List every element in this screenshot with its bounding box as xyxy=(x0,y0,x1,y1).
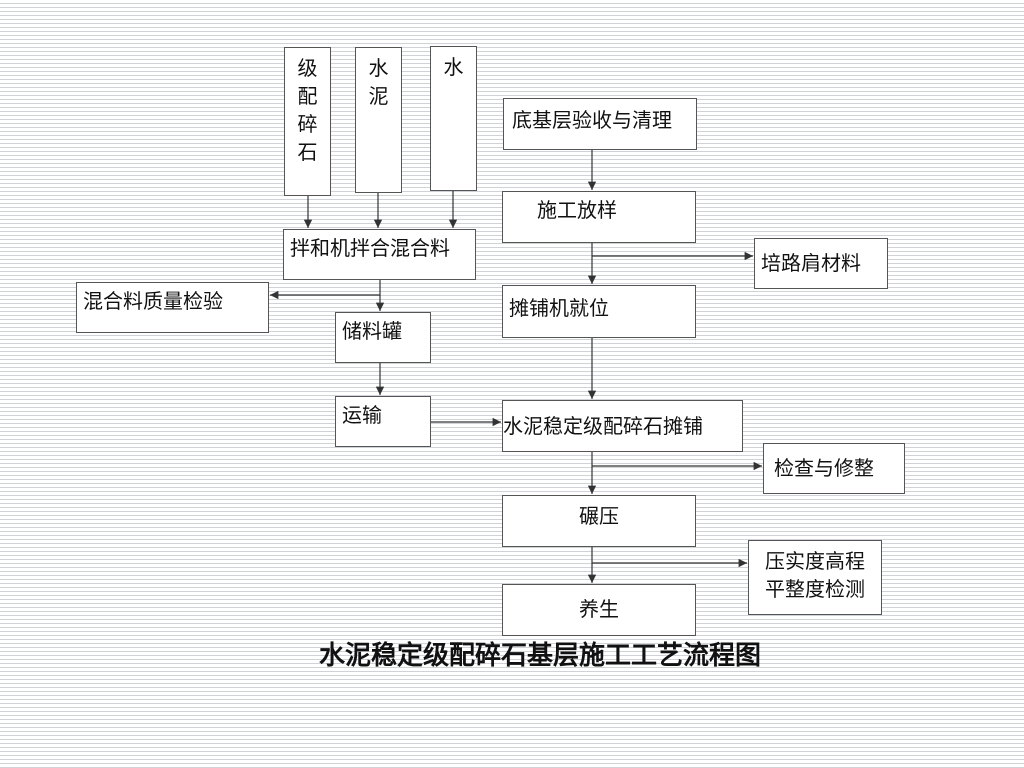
node-graded-gravel-char: 配 xyxy=(297,84,318,108)
node-water-char: 水 xyxy=(443,55,464,79)
node-inspect-repair: 检查与修整 xyxy=(763,443,905,494)
node-storage-tank: 储料罐 xyxy=(335,312,431,363)
node-graded-gravel-char: 碎 xyxy=(297,112,318,136)
node-layout: 施工放样 xyxy=(502,191,696,243)
node-paving: 水泥稳定级配碎石摊铺 xyxy=(502,400,743,452)
node-curing: 养生 xyxy=(502,584,696,636)
node-water: 水 xyxy=(430,46,477,191)
node-cement-char: 水 xyxy=(368,56,389,80)
node-rolling: 碾压 xyxy=(502,495,696,547)
node-graded-gravel: 级 配 碎 石 xyxy=(284,47,331,196)
node-mixer: 拌和机拌合混合料 xyxy=(283,229,476,280)
node-compaction-check-line1: 压实度高程 xyxy=(765,549,865,573)
node-compaction-check-line2: 平整度检测 xyxy=(765,577,865,601)
node-quality-check: 混合料质量检验 xyxy=(76,282,269,333)
node-cement: 水 泥 xyxy=(355,47,402,193)
node-graded-gravel-char: 石 xyxy=(297,140,318,164)
node-shoulder-material: 培路肩材料 xyxy=(754,238,888,289)
node-cement-char: 泥 xyxy=(368,84,389,108)
node-transport: 运输 xyxy=(335,396,431,447)
node-base-acceptance: 底基层验收与清理 xyxy=(503,98,697,150)
diagram-caption: 水泥稳定级配碎石基层施工工艺流程图 xyxy=(318,641,761,671)
node-paver-position: 摊铺机就位 xyxy=(502,285,696,338)
node-compaction-check: 压实度高程 平整度检测 xyxy=(748,540,882,615)
node-graded-gravel-char: 级 xyxy=(297,56,318,80)
